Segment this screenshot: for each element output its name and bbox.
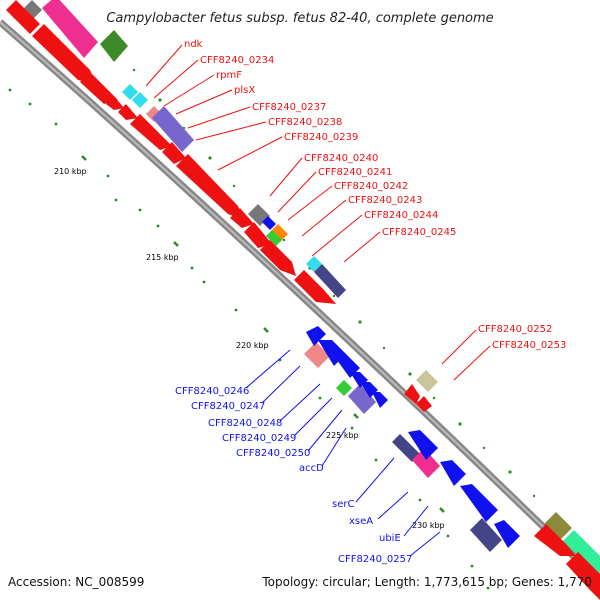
gene-label-ndk: ndk — [184, 39, 203, 50]
inner-dot-ring — [8, 88, 490, 590]
forward-arrow-14 — [416, 396, 432, 412]
cog-tile-green — [100, 30, 128, 62]
tick-label-210: 210 kbp — [54, 167, 87, 176]
forward-arrow-15 — [534, 524, 576, 556]
forward-arrow-13 — [404, 384, 420, 404]
tick-label-230: 230 kbp — [412, 521, 445, 530]
gene-label-cff8240-0244: CFF8240_0244 — [364, 210, 438, 221]
gene-label-cff8240-0248: CFF8240_0248 — [208, 418, 282, 429]
cog-tile-purple-a — [152, 106, 194, 152]
cog-tile-blue-a — [262, 216, 276, 230]
cog-tile-cyan-a — [122, 84, 138, 100]
forward-arrow-6 — [130, 114, 172, 150]
reverse-arrow-10 — [494, 520, 520, 548]
gene-label-cff8240-0241: CFF8240_0241 — [318, 167, 392, 178]
forward-arrow-11 — [260, 240, 296, 276]
gene-label-cff8240-0245: CFF8240_0245 — [382, 227, 456, 238]
cog-tile-navy-b — [392, 434, 420, 462]
forward-arrow-16 — [566, 552, 600, 600]
gene-label-cff8240-0249: CFF8240_0249 — [222, 433, 296, 444]
reverse-arrow-6 — [372, 392, 388, 408]
cog-tile-navy-a — [314, 264, 346, 298]
outer-dot-ring — [108, 40, 598, 558]
tick-label-220: 220 kbp — [236, 341, 269, 350]
forward-arrow-2 — [32, 24, 96, 84]
forward-arrow-5 — [118, 104, 138, 120]
gene-label-cff8240-0253: CFF8240_0253 — [492, 340, 566, 351]
forward-arrow-8 — [176, 154, 244, 220]
tick-marks — [81, 155, 445, 513]
genome-summary-text: Topology: circular; Length: 1,773,615 bp… — [261, 575, 592, 589]
tick-label-225: 225 kbp — [326, 431, 359, 440]
forward-gene-labels: ndk CFF8240_0234 rpmF plsX CFF8240_0237 … — [184, 39, 566, 351]
gene-label-rpmf: rpmF — [216, 70, 242, 81]
forward-arrow-9 — [230, 208, 254, 228]
gene-label-xsea: xseA — [349, 516, 373, 527]
tick-mark-215 — [173, 241, 179, 247]
reverse-arrow-1 — [306, 326, 326, 346]
gene-label-cff8240-0257: CFF8240_0257 — [338, 554, 412, 565]
gene-label-plsx: plsX — [234, 85, 255, 96]
forward-arrow-3 — [80, 72, 118, 104]
gene-label-cff8240-0237: CFF8240_0237 — [252, 102, 326, 113]
forward-strand-arrows — [6, 0, 600, 600]
cog-tile-navy-c — [470, 518, 502, 552]
gene-label-cff8240-0246: CFF8240_0246 — [175, 386, 249, 397]
cog-tile-pink-b — [304, 342, 330, 368]
cog-tile-lime-a — [266, 230, 282, 246]
gene-label-serc: serC — [332, 499, 354, 510]
forward-arrow-10 — [244, 222, 272, 248]
gene-label-cff8240-0250: CFF8240_0250 — [236, 448, 310, 459]
forward-arrow-12 — [294, 270, 336, 304]
gene-label-cff8240-0252: CFF8240_0252 — [478, 324, 552, 335]
gene-label-cff8240-0234: CFF8240_0234 — [200, 55, 274, 66]
cog-tile-magenta-b — [412, 448, 440, 478]
forward-arrow-1 — [6, 0, 40, 34]
cog-tile-tan — [416, 370, 438, 392]
gene-label-cff8240-0238: CFF8240_0238 — [268, 117, 342, 128]
reverse-arrow-7 — [408, 430, 438, 460]
forward-arrow-7 — [162, 142, 186, 164]
cog-tile-lime-b — [336, 380, 352, 396]
gene-label-cff8240-0240: CFF8240_0240 — [304, 153, 378, 164]
tick-mark-225 — [353, 413, 359, 419]
gene-label-cff8240-0242: CFF8240_0242 — [334, 181, 408, 192]
cog-tile-cyan-b — [132, 92, 148, 108]
forward-arrow-4 — [106, 96, 124, 110]
forward-leader-lines — [145, 44, 491, 381]
reverse-arrow-9 — [460, 484, 498, 522]
tick-label-215: 215 kbp — [146, 253, 179, 262]
gene-label-cff8240-0243: CFF8240_0243 — [348, 195, 422, 206]
gene-label-cff8240-0247: CFF8240_0247 — [191, 401, 265, 412]
gene-label-ubie: ubiE — [379, 533, 401, 544]
reverse-leader-lines — [245, 349, 441, 557]
cog-tile-magenta — [42, 0, 98, 58]
cog-tile-orange — [270, 224, 288, 242]
genome-backbone — [0, 19, 600, 585]
tick-mark-210 — [81, 155, 87, 161]
gene-label-accd: accD — [299, 463, 324, 474]
tick-mark-230 — [439, 507, 445, 513]
map-title: Campylobacter fetus subsp. fetus 82-40, … — [106, 11, 493, 26]
reverse-strand-arrows — [306, 326, 520, 548]
cog-tile-olive — [542, 512, 572, 542]
tick-mark-220 — [263, 327, 269, 333]
accession-text: Accession: NC_008599 — [8, 575, 144, 589]
reverse-arrow-8 — [440, 460, 466, 486]
reverse-gene-labels: CFF8240_0246 CFF8240_0247 CFF8240_0248 C… — [175, 386, 412, 565]
gene-label-cff8240-0239: CFF8240_0239 — [284, 132, 358, 143]
cog-tile-purple-b — [348, 384, 376, 414]
